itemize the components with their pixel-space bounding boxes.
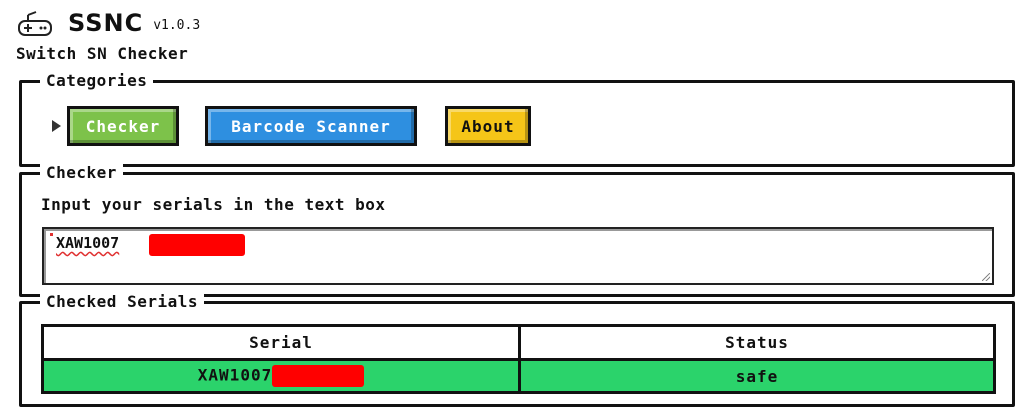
checker-button[interactable]: Checker xyxy=(67,106,179,146)
app-subtitle: Switch SN Checker xyxy=(16,44,189,63)
table-row: XAW1007 safe xyxy=(41,358,996,394)
status-cell: safe xyxy=(518,358,996,394)
app-version: v1.0.3 xyxy=(153,18,201,33)
results-table: Serial Status XAW1007 safe xyxy=(41,324,996,394)
serial-column-header: Serial xyxy=(41,324,521,361)
brand-header: SSNC v1.0.3 xyxy=(16,9,200,37)
checked-serials-legend: Checked Serials xyxy=(40,293,204,311)
categories-section: Categories Checker Barcode Scanner About xyxy=(19,72,1015,167)
checker-instruction: Input your serials in the text box xyxy=(41,195,386,214)
checker-section: Checker Input your serials in the text b… xyxy=(19,164,1015,297)
resize-handle[interactable] xyxy=(982,273,990,281)
spellcheck-marker xyxy=(50,233,53,236)
checker-legend: Checker xyxy=(40,164,123,182)
table-header-row: Serial Status xyxy=(41,324,996,361)
serial-value: XAW1007 xyxy=(197,365,273,385)
gamepad-icon xyxy=(18,11,52,36)
category-nav: Checker Barcode Scanner About xyxy=(52,106,531,146)
redaction-block xyxy=(272,365,365,387)
categories-legend: Categories xyxy=(40,72,154,90)
serials-input-value: XAW1007 xyxy=(56,234,120,252)
caret-right-icon xyxy=(52,120,61,132)
checked-serials-section: Checked Serials Serial Status XAW1007 sa… xyxy=(19,293,1015,407)
about-button[interactable]: About xyxy=(445,106,531,146)
serials-textarea[interactable]: XAW1007 xyxy=(42,227,994,285)
barcode-scanner-button[interactable]: Barcode Scanner xyxy=(205,106,417,146)
status-column-header: Status xyxy=(518,324,996,361)
app-title: SSNC xyxy=(68,9,144,37)
serial-cell: XAW1007 xyxy=(41,358,521,394)
redaction-block xyxy=(149,234,245,256)
